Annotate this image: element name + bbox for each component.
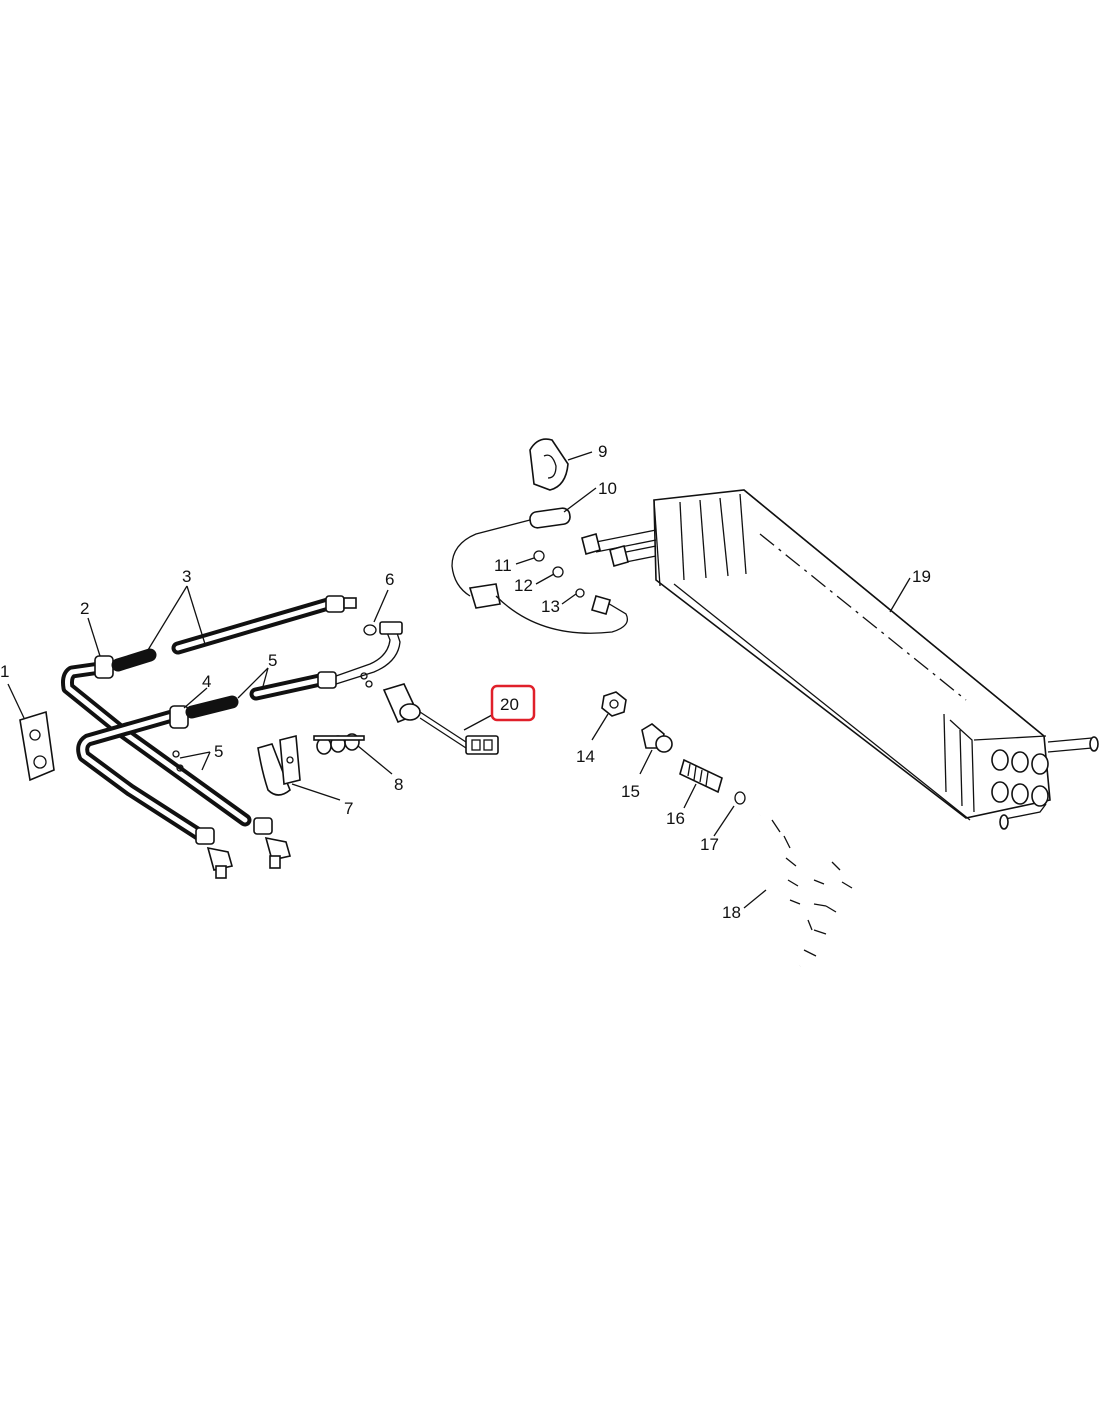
callout-3: 3	[182, 567, 191, 586]
part-19-evaporator-core	[581, 489, 1099, 830]
part-15-fitting	[641, 723, 673, 753]
part-18-drain-hose	[759, 809, 858, 972]
callout-14: 14	[576, 747, 595, 766]
part-1-bracket	[19, 710, 55, 782]
part-17-ring	[734, 791, 746, 805]
callout-18: 18	[722, 903, 741, 922]
part-9-clip	[529, 438, 569, 491]
callout-17: 17	[700, 835, 719, 854]
callout-15: 15	[621, 782, 640, 801]
callout-1: 1	[0, 662, 9, 681]
callout-4: 4	[202, 672, 211, 691]
callout-8: 8	[394, 775, 403, 794]
hose-end-fittings	[195, 817, 292, 879]
callout-20: 20	[500, 695, 519, 714]
part-2-3-hose	[61, 595, 357, 827]
leader-lines	[7, 451, 911, 909]
part-10-sensor	[451, 507, 629, 634]
callout-7: 7	[344, 799, 353, 818]
part-8-nuts	[313, 733, 365, 755]
callout-6: 6	[385, 570, 394, 589]
callout-20-highlight-box	[490, 684, 536, 722]
callouts: 1 2 3 4 5 5 6 7 8 9 10 11 12 13 14 15 16…	[0, 442, 931, 922]
callout-12: 12	[514, 576, 533, 595]
callout-2: 2	[80, 599, 89, 618]
callout-5b: 5	[214, 742, 223, 761]
part-14-nut	[601, 691, 627, 717]
callout-11: 11	[494, 556, 512, 575]
part-20-switch	[382, 683, 499, 755]
callout-16: 16	[666, 809, 685, 828]
callout-5a: 5	[268, 651, 277, 670]
callout-10: 10	[598, 479, 617, 498]
part-16-stud	[679, 758, 723, 794]
part-5-rings	[172, 672, 373, 772]
callout-9: 9	[598, 442, 607, 461]
parts-11-13-rings	[533, 550, 585, 598]
callout-19: 19	[912, 567, 931, 586]
part-4-5-hose	[76, 621, 403, 842]
callout-13: 13	[541, 597, 560, 616]
part-7-clamp	[257, 734, 301, 796]
part-6-o-ring	[363, 624, 377, 636]
